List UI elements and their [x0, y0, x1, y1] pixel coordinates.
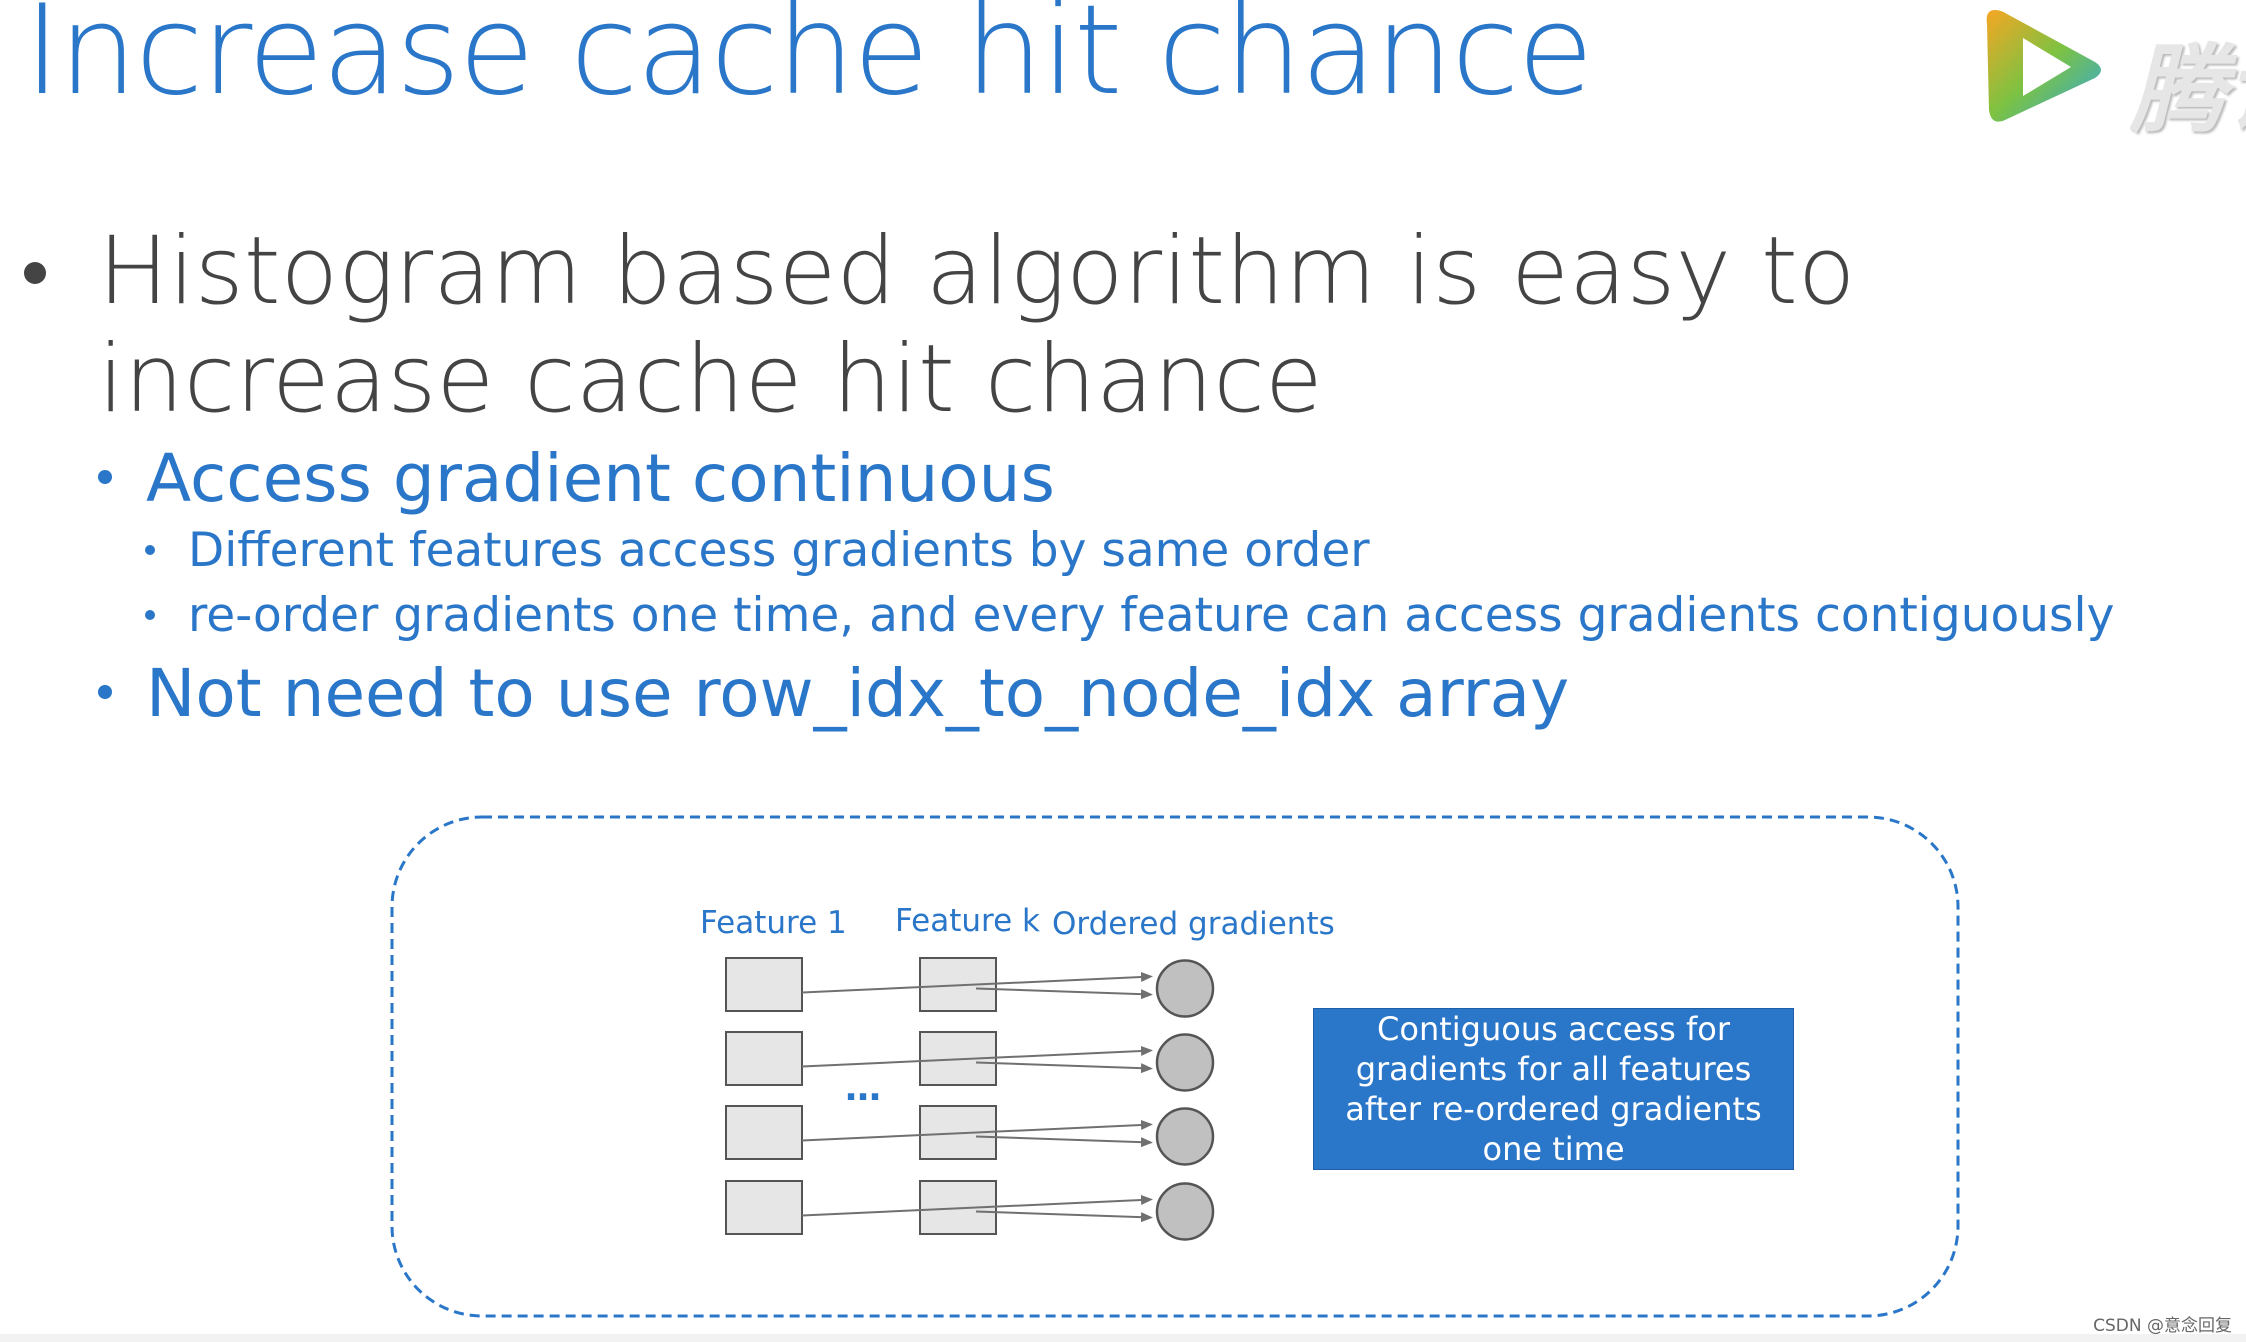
label-ordered-gradients: Ordered gradients: [1052, 906, 1335, 942]
bullet-different-features: Different features access gradients by s…: [145, 523, 1370, 578]
bullet-reorder-text: re-order gradients one time, and every f…: [188, 588, 2115, 643]
watermark: CSDN @意念回复: [2093, 1316, 2232, 1336]
bullet-reorder: re-order gradients one time, and every f…: [145, 588, 2114, 643]
callout-text: Contiguous access for gradients for all …: [1345, 1010, 1762, 1168]
logo-text: 腾讯: [2130, 34, 2246, 146]
bullet-access-gradient-text: Access gradient continuous: [146, 440, 1055, 517]
bullet-different-features-text: Different features access gradients by s…: [188, 523, 1370, 578]
arrow: [975, 1210, 1153, 1223]
feature-1-cell: [725, 1180, 803, 1235]
callout-box: Contiguous access for gradients for all …: [1313, 1008, 1794, 1170]
gradient-node: [1155, 1182, 1215, 1241]
diagram-frame: [390, 815, 1960, 1318]
gradient-node: [1155, 1033, 1215, 1092]
bullet-dot: [24, 262, 46, 284]
tencent-video-play-icon: [1986, 10, 2101, 122]
gradient-node: [1155, 959, 1215, 1018]
arrow: [801, 1045, 1153, 1068]
arrow: [801, 971, 1153, 994]
gradient-node: [1155, 1107, 1215, 1166]
label-feature-1: Feature 1: [700, 905, 847, 941]
arrow: [801, 1194, 1153, 1217]
arrow: [975, 1135, 1153, 1148]
footer-bar: [0, 1334, 2246, 1342]
arrow: [975, 1061, 1153, 1074]
feature-1-cell: [725, 1105, 803, 1160]
label-feature-k: Feature k: [895, 903, 1040, 939]
bullet-dot: [145, 544, 155, 555]
bullet-not-need: Not need to use row_idx_to_node_idx arra…: [98, 655, 1569, 732]
feature-1-cell: [725, 957, 803, 1012]
bullet-dot: [98, 469, 112, 484]
bullet-not-need-text: Not need to use row_idx_to_node_idx arra…: [146, 655, 1570, 732]
feature-1-cell: [725, 1031, 803, 1086]
bullet-dot: [145, 609, 155, 620]
arrow: [975, 987, 1153, 1000]
slide-title: Increase cache hit chance: [24, 0, 1594, 123]
bullet-main-text: Histogram based algorithm is easy to inc…: [98, 217, 1856, 434]
bullet-dot: [98, 684, 112, 699]
ellipsis: …: [845, 1068, 882, 1109]
bullet-access-gradient: Access gradient continuous: [98, 440, 1055, 517]
arrow: [801, 1119, 1153, 1142]
